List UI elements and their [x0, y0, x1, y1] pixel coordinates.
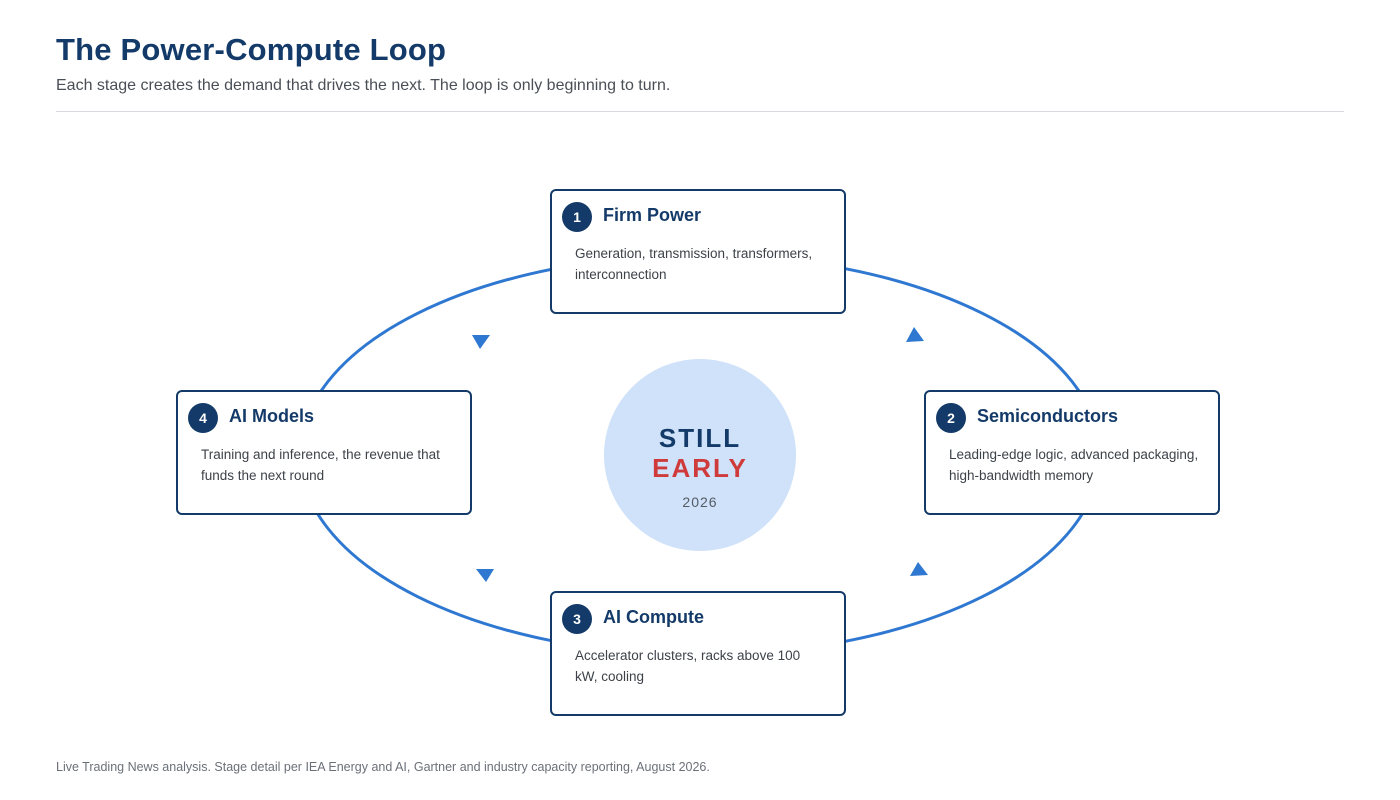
status-line-early: EARLY [652, 453, 748, 483]
stage-description: Accelerator clusters, racks above 100 kW… [575, 648, 801, 684]
arrow-semiconductors-to-compute [910, 562, 928, 576]
page-subtitle: Each stage creates the demand that drive… [56, 77, 671, 94]
stage-card-firm-power: 1 Firm Power Generation, transmission, t… [550, 189, 846, 314]
stage-description: Generation, transmission, transformers, … [575, 246, 813, 282]
page-title: The Power-Compute Loop [56, 32, 447, 67]
source-footnote: Live Trading News analysis. Stage detail… [56, 760, 710, 774]
stage-card-ai-compute: 3 AI Compute Accelerator clusters, racks… [550, 591, 846, 716]
arrow-compute-to-models [476, 569, 494, 582]
stage-number-badge: 2 [936, 403, 966, 433]
arrow-models-to-power [472, 335, 490, 349]
status-line-still: STILL [658, 423, 742, 453]
arrow-power-to-semiconductors [906, 327, 924, 342]
stage-title: AI Models [229, 406, 315, 426]
stage-number-badge: 1 [562, 202, 592, 232]
stage-description: Leading-edge logic, advanced packaging, … [949, 447, 1199, 483]
stage-number-badge: 4 [188, 403, 218, 433]
header-divider [56, 111, 1344, 112]
status-year: 2026 [682, 494, 718, 510]
status-circle: STILL EARLY 2026 [604, 359, 796, 551]
stage-title: Semiconductors [977, 406, 1119, 426]
stage-title: AI Compute [603, 607, 704, 627]
stage-description: Training and inference, the revenue that… [201, 447, 440, 483]
stage-number-badge: 3 [562, 604, 592, 634]
stage-card-ai-models: 4 AI Models Training and inference, the … [176, 390, 472, 515]
stage-card-semiconductors: 2 Semiconductors Leading-edge logic, adv… [924, 390, 1220, 515]
stage-title: Firm Power [603, 205, 702, 225]
